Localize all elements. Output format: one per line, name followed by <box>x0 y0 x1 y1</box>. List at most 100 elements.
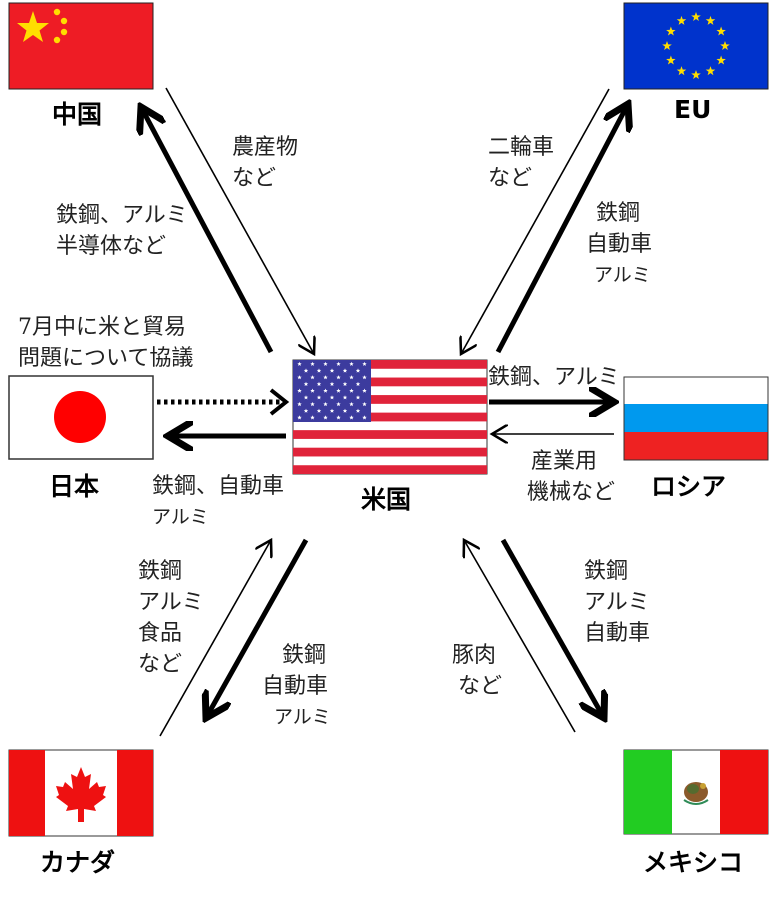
eu-star <box>705 66 716 76</box>
us-star <box>349 388 354 393</box>
usa-flag <box>292 359 488 475</box>
note-canada-to-us: 鉄鋼 アルミ 食品 など <box>138 559 204 677</box>
note-japan-talks: 7月中に米と貿易 問題について協議 <box>18 315 194 371</box>
arrow-us-to-canada <box>206 538 309 718</box>
us-star <box>336 375 341 380</box>
us-star <box>316 395 322 400</box>
us-star <box>342 395 348 400</box>
us-stripe <box>293 447 487 457</box>
eu-flag <box>623 2 769 90</box>
japan-flag <box>8 375 154 460</box>
note-russia-to-us: 産業用 機械など <box>527 449 616 505</box>
maple-leaf <box>56 767 106 822</box>
arrow-us-to-china <box>141 107 274 354</box>
us-star <box>310 415 315 420</box>
us-star <box>316 368 322 373</box>
us-star <box>310 361 315 366</box>
us-star <box>303 408 309 413</box>
us-star <box>342 381 348 386</box>
us-star <box>323 415 328 420</box>
us-star <box>362 375 367 380</box>
us-star <box>297 415 302 420</box>
arrow-canada-to-us <box>159 540 271 737</box>
mexico-emblem <box>683 782 709 805</box>
us-star <box>329 381 335 386</box>
us-stripe <box>293 430 487 439</box>
us-star <box>362 361 367 366</box>
us-star <box>303 381 309 386</box>
us-star <box>323 361 328 366</box>
eu-star <box>720 41 730 50</box>
note-us-to-japan: 鉄鋼、自動車 アルミ <box>152 474 285 528</box>
china-flag <box>8 2 154 90</box>
us-star <box>310 401 315 407</box>
eu-star <box>716 26 726 36</box>
eu-star <box>691 70 701 79</box>
note-us-to-china: 鉄鋼、アルミ 半導体など <box>56 203 188 259</box>
label-mexico: メキシコ <box>643 848 744 877</box>
us-star <box>355 395 361 400</box>
us-star <box>310 375 315 380</box>
us-star <box>297 361 302 366</box>
russia-flag <box>623 376 769 461</box>
arrow-japan-talks-head <box>269 388 290 416</box>
note-china-to-us: 農産物 など <box>232 135 299 191</box>
arrow-china-to-us <box>165 87 314 354</box>
us-stripe <box>293 465 487 474</box>
us-star <box>362 415 367 420</box>
us-stripe <box>293 395 487 404</box>
us-star <box>349 375 354 380</box>
label-canada: カナダ <box>40 848 116 877</box>
note-eu-to-us: 二輪車 など <box>488 135 555 191</box>
us-star <box>362 401 367 407</box>
us-star <box>310 388 315 393</box>
us-star <box>342 368 348 373</box>
us-star <box>323 388 328 393</box>
mexico-flag <box>623 749 769 835</box>
arrow-us-to-eu <box>495 104 628 354</box>
us-star <box>349 415 354 420</box>
us-star <box>329 408 335 413</box>
arrow-us-to-mexico <box>500 538 604 718</box>
label-japan: 日本 <box>49 472 100 501</box>
us-star <box>336 401 341 407</box>
arrow-eu-to-us <box>461 88 610 354</box>
eu-star <box>666 26 676 36</box>
eu-star <box>662 41 672 50</box>
canada-flag <box>8 749 154 837</box>
us-star <box>349 401 354 407</box>
us-star <box>323 375 328 380</box>
note-us-to-mexico: 鉄鋼 アルミ 自動車 <box>584 559 651 646</box>
us-star <box>355 381 361 386</box>
eu-star <box>676 15 687 25</box>
us-star <box>355 368 361 373</box>
eu-star <box>691 12 701 21</box>
label-eu: EU <box>674 95 712 124</box>
note-mexico-to-us: 豚肉 など <box>452 643 503 699</box>
us-star <box>316 408 322 413</box>
eu-star <box>705 15 716 25</box>
arrows <box>141 87 628 737</box>
china-big-star <box>17 11 49 42</box>
note-us-to-russia: 鉄鋼、アルミ <box>488 365 620 390</box>
us-stripe <box>293 360 487 369</box>
us-star <box>297 375 302 380</box>
label-usa: 米国 <box>361 485 412 514</box>
eu-star <box>666 55 676 65</box>
us-star <box>303 395 309 400</box>
note-us-to-eu: 鉄鋼 自動車 アルミ <box>586 201 653 286</box>
eu-star <box>716 55 726 65</box>
us-stripe <box>293 377 487 387</box>
us-star <box>303 368 309 373</box>
note-us-to-canada: 鉄鋼 自動車 アルミ <box>262 643 331 728</box>
us-star <box>355 408 361 413</box>
us-star <box>336 415 341 420</box>
us-star <box>329 395 335 400</box>
arrow-mexico-to-us <box>464 540 576 733</box>
us-star <box>297 388 302 393</box>
us-star <box>316 381 322 386</box>
us-star <box>323 401 328 407</box>
us-stripe <box>293 412 487 422</box>
